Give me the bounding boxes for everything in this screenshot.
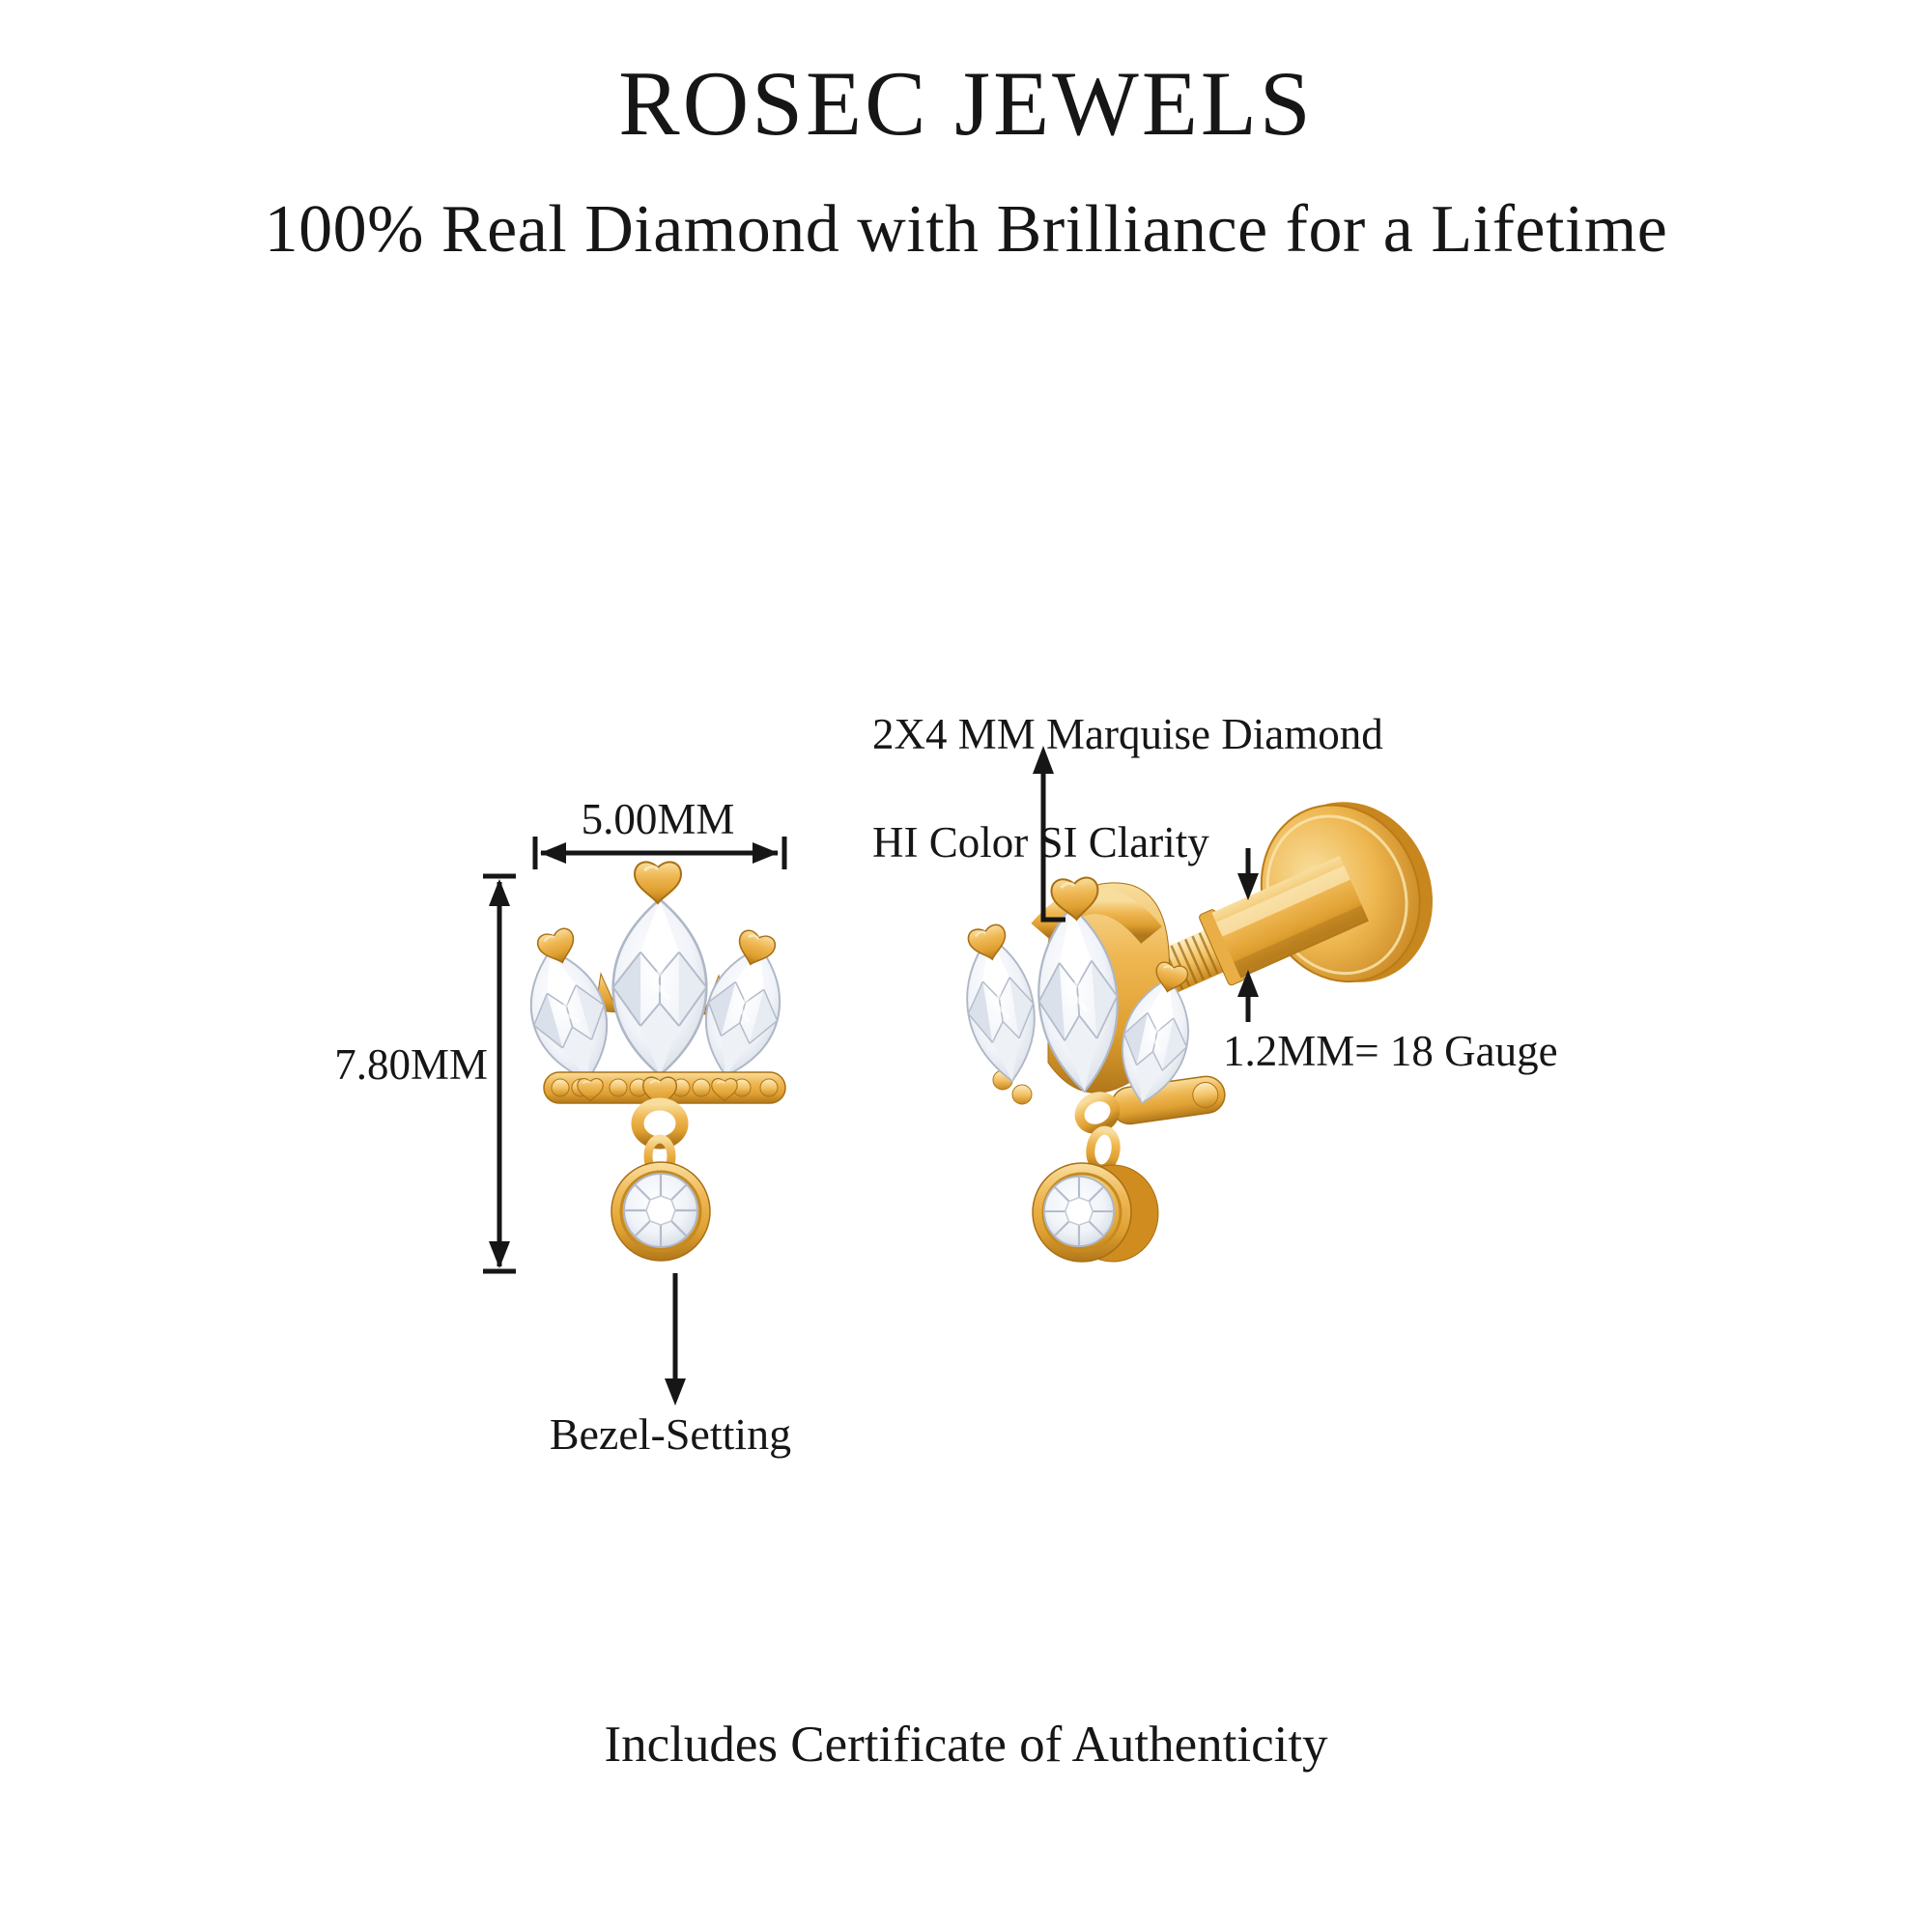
front-drop <box>611 1097 711 1262</box>
side-view-earring <box>954 802 1434 1263</box>
arrowheads <box>489 746 1259 1406</box>
side-left-marquise-stone <box>954 928 1047 1089</box>
dimension-lines <box>483 771 1251 1381</box>
height-dimension-label: 7.80MM <box>334 1040 488 1089</box>
front-view-earring <box>515 860 797 1262</box>
front-bezel-diamond <box>622 1172 699 1249</box>
side-bezel-diamond <box>1042 1175 1116 1248</box>
front-center-marquise-stone <box>613 899 707 1075</box>
stone-leader-line <box>1040 771 1065 923</box>
front-beaded-bar <box>543 1071 786 1108</box>
front-center-prong <box>633 860 683 905</box>
stone-annotation-line1: 2X4 MM Marquise Diamond <box>872 710 1383 758</box>
width-dimension-label: 5.00MM <box>581 795 735 843</box>
gauge-label: 1.2MM= 18 Gauge <box>1223 1027 1558 1075</box>
front-left-marquise-stone <box>515 940 622 1090</box>
tagline: 100% Real Diamond with Brilliance for a … <box>264 192 1668 267</box>
height-dimension <box>483 873 516 1274</box>
width-dimension <box>532 837 787 869</box>
side-drop <box>1032 1092 1159 1263</box>
stone-annotation: 2X4 MM Marquise Diamond HI Color SI Clar… <box>872 653 1383 923</box>
certificate-note: Includes Certificate of Authenticity <box>604 1717 1328 1773</box>
brand-title: ROSEC JEWELS <box>618 52 1314 155</box>
bezel-setting-label: Bezel-Setting <box>549 1409 792 1459</box>
front-right-marquise-stone <box>689 935 797 1088</box>
stone-annotation-line2: HI Color SI Clarity <box>872 818 1209 867</box>
